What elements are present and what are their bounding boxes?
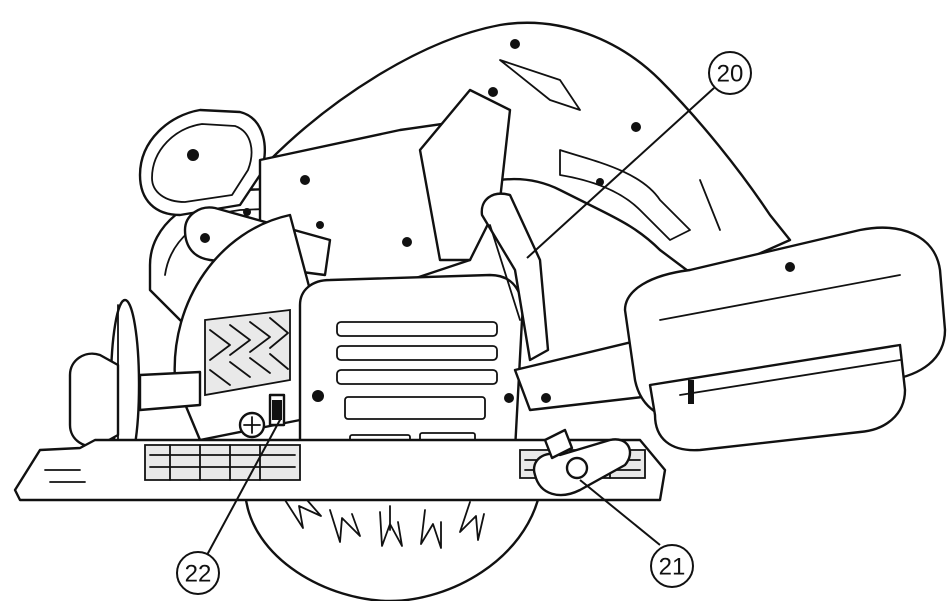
callout-22-label: 22 (185, 561, 212, 588)
lower-guard (173, 213, 312, 442)
bevel-knob (68, 298, 202, 472)
callout-21-label: 21 (659, 554, 686, 581)
saw-blade (243, 490, 542, 601)
callout-21: 21 (579, 479, 694, 588)
depth-lock-bolt (238, 393, 286, 439)
callout-20-circle (708, 51, 752, 95)
battery-pack (623, 226, 947, 452)
callout-22: 22 (176, 417, 282, 595)
front-handle (138, 108, 267, 217)
callout-20: 20 (526, 51, 752, 259)
bevel-lock-lever (532, 428, 632, 497)
guard-lever (480, 192, 550, 362)
callout-20-label: 20 (717, 61, 744, 88)
callout-22-circle (176, 551, 220, 595)
callout-21-circle (650, 544, 694, 588)
